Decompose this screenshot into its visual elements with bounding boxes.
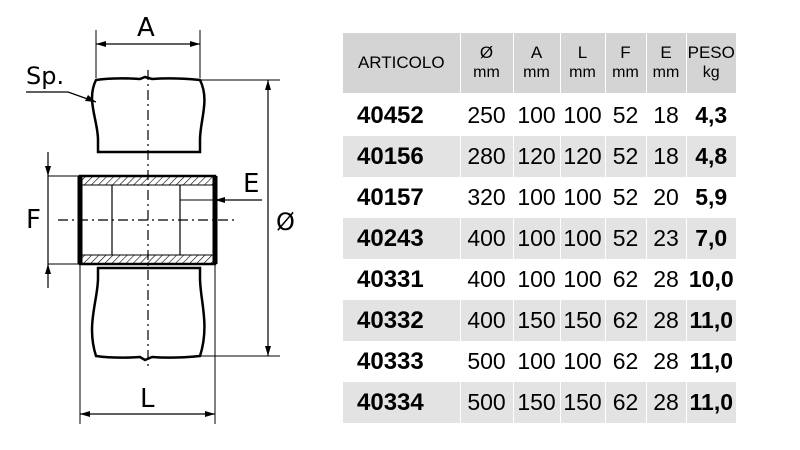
cell-articolo: 40332 xyxy=(343,300,461,341)
cell-diameter: 500 xyxy=(460,341,514,382)
cell-a: 120 xyxy=(513,136,561,177)
cell-peso: 5,9 xyxy=(695,184,728,210)
cell-peso: 11,0 xyxy=(686,382,736,423)
cell-e: 20 xyxy=(646,177,687,218)
dim-label-diameter: Ø xyxy=(276,208,295,236)
cell-articolo: 40452 xyxy=(343,94,461,136)
cell-f: 62 xyxy=(605,341,647,382)
cell-e: 18 xyxy=(646,94,687,136)
cell-l: 100 xyxy=(560,177,606,218)
cell-diameter: 500 xyxy=(460,382,514,423)
cell-f: 62 xyxy=(605,259,647,300)
cell-peso: 11,0 xyxy=(686,300,736,341)
dim-label-l: L xyxy=(140,384,155,414)
cell-l: 120 xyxy=(560,136,606,177)
dim-label-a: A xyxy=(137,13,155,43)
cell-f: 62 xyxy=(605,300,647,341)
cell-l: 150 xyxy=(560,382,606,423)
cell-e: 28 xyxy=(646,259,687,300)
cell-e: 28 xyxy=(646,341,687,382)
cell-f: 52 xyxy=(605,218,647,259)
cell-e: 18 xyxy=(646,136,687,177)
cell-articolo: 40157 xyxy=(343,177,461,218)
cell-l: 150 xyxy=(560,300,606,341)
cell-a: 100 xyxy=(513,218,561,259)
cell-a: 150 xyxy=(513,382,561,423)
cell-l: 100 xyxy=(560,218,606,259)
cell-articolo: 40243 xyxy=(343,218,461,259)
header-articolo: ARTICOLO xyxy=(343,33,461,94)
dim-label-f: F xyxy=(26,205,41,235)
cell-a: 150 xyxy=(513,300,561,341)
cell-diameter: 320 xyxy=(460,177,514,218)
cell-a: 100 xyxy=(513,177,561,218)
dim-label-sp: Sp. xyxy=(26,62,64,90)
wheel-technical-drawing: A Sp. F E Ø L xyxy=(26,13,295,424)
cell-f: 62 xyxy=(605,382,647,423)
cell-articolo: 40331 xyxy=(343,259,461,300)
cell-a: 100 xyxy=(513,341,561,382)
cell-a: 100 xyxy=(513,259,561,300)
wheel-outline xyxy=(90,75,206,154)
cell-articolo: 40333 xyxy=(343,341,461,382)
cell-diameter: 400 xyxy=(460,218,514,259)
cell-diameter: 400 xyxy=(460,300,514,341)
cell-diameter: 280 xyxy=(460,136,514,177)
cell-a: 100 xyxy=(513,94,561,136)
cell-peso: 10,0 xyxy=(688,266,734,292)
cell-f: 52 xyxy=(605,94,647,136)
cell-peso: 11,0 xyxy=(689,348,734,374)
cell-e: 23 xyxy=(646,218,687,259)
cell-e: 28 xyxy=(646,300,687,341)
cell-l: 100 xyxy=(560,341,606,382)
cell-f: 52 xyxy=(605,136,647,177)
cell-e: 28 xyxy=(646,382,687,423)
cell-f: 52 xyxy=(605,177,647,218)
cell-l: 100 xyxy=(560,259,606,300)
cell-articolo: 40156 xyxy=(343,136,461,177)
cell-peso: 4,3 xyxy=(695,102,728,128)
cell-peso: 4,8 xyxy=(686,136,736,177)
cell-l: 100 xyxy=(560,94,606,136)
cell-articolo: 40334 xyxy=(343,382,461,423)
cell-diameter: 400 xyxy=(460,259,514,300)
cell-peso: 7,0 xyxy=(686,218,736,259)
cell-diameter: 250 xyxy=(460,94,514,136)
dim-label-e: E xyxy=(243,169,259,199)
